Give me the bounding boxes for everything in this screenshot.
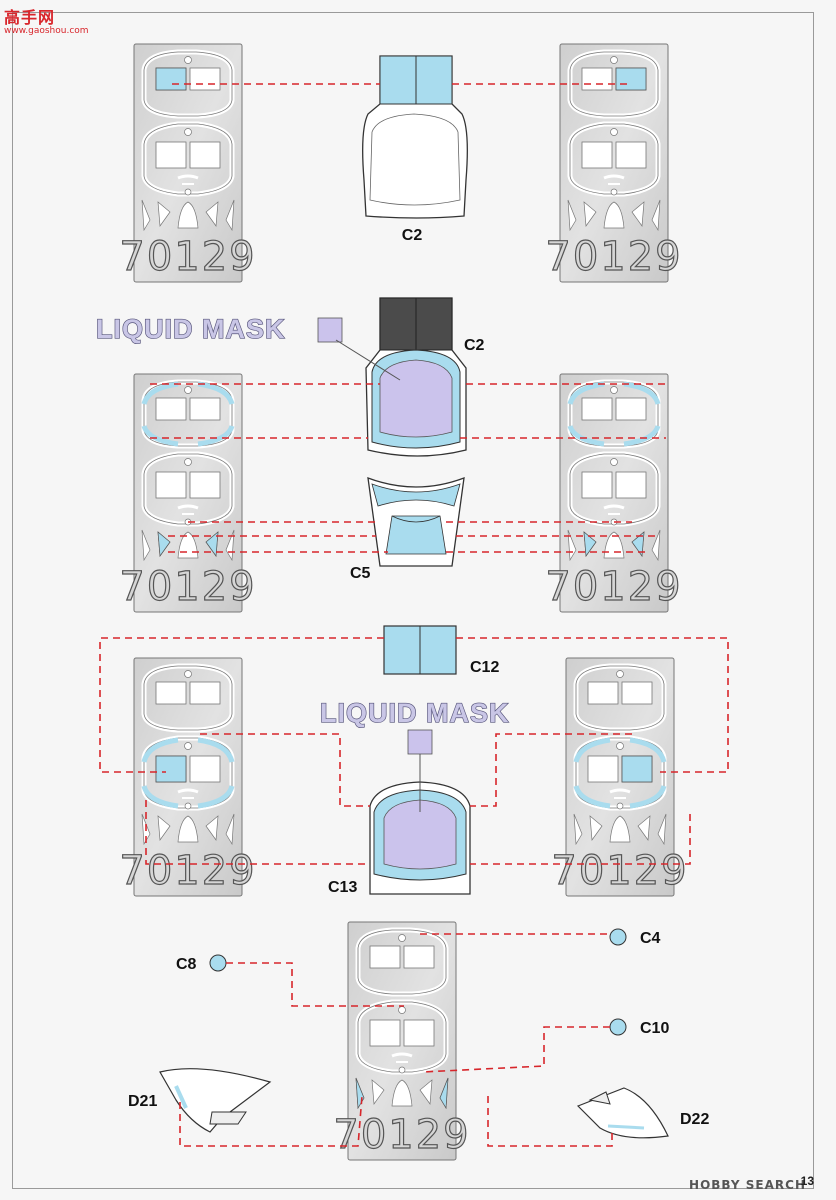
mask-sheet-step2-left: 70129	[119, 374, 256, 612]
lens-c8	[209, 954, 227, 972]
mask-highlight	[623, 425, 661, 447]
canopy-inner-line	[369, 113, 461, 206]
part-d21	[159, 1068, 272, 1133]
site-name: 高手网	[4, 8, 56, 27]
d21-lens	[174, 1085, 188, 1109]
mask-highlight	[141, 737, 179, 763]
sheet-number: 70129	[119, 848, 256, 894]
placement-guide-lines	[99, 83, 729, 1147]
mask-sheet-step1-right: 70129	[545, 44, 682, 282]
aircraft-parts	[159, 55, 669, 1139]
part-d22	[576, 1087, 669, 1139]
sheet-number: 70129	[545, 564, 682, 610]
c5-center-mask	[385, 515, 447, 555]
mask-highlight	[439, 1077, 449, 1110]
mask-highlight	[615, 67, 647, 91]
liquid-mask-leader	[335, 339, 401, 381]
label-c12: C12	[470, 659, 499, 676]
mask-highlight	[155, 755, 187, 783]
label-c2-mid: C2	[464, 337, 485, 354]
sheet-number: 70129	[333, 1112, 470, 1158]
mask-sheets: 70129 70129 70129 70129 70129 70129 70129	[119, 44, 688, 1160]
mask-highlight	[197, 425, 235, 447]
mask-highlight	[205, 531, 219, 557]
liquid-mask-swatch	[317, 317, 343, 343]
label-c13: C13	[328, 879, 357, 896]
sheet-number: 70129	[551, 848, 688, 894]
c5-top-mask	[371, 483, 461, 507]
mask-highlight	[583, 531, 597, 557]
d22-lens	[607, 1124, 645, 1130]
label-c8: C8	[176, 956, 197, 973]
source-logo-text: HOBBY SEARCH	[689, 1178, 806, 1192]
guide-line	[487, 1096, 613, 1147]
guide-line	[99, 637, 384, 773]
canopy-c12	[383, 625, 457, 675]
canopy-c2-top	[362, 55, 468, 219]
mask-highlight	[141, 785, 179, 809]
label-c4: C4	[640, 930, 661, 947]
guide-line	[226, 962, 404, 1007]
lens-c10	[609, 1018, 627, 1036]
d22-body	[576, 1087, 669, 1139]
liquid-mask-swatch	[407, 729, 433, 755]
d22-tab	[588, 1091, 611, 1105]
site-watermark: 高手网 www.gaoshou.com	[4, 4, 89, 36]
mask-highlight	[141, 381, 179, 405]
guide-line	[421, 1026, 610, 1073]
sheet-number: 70129	[119, 564, 256, 610]
sheet-number: 70129	[119, 234, 256, 280]
label-c2-top: C2	[402, 227, 423, 244]
mask-highlight	[157, 531, 171, 557]
label-d21: D21	[128, 1093, 157, 1110]
canopy-c13	[369, 781, 471, 895]
mask-highlight	[631, 531, 645, 557]
page-frame	[12, 12, 814, 1189]
label-c10: C10	[640, 1020, 669, 1037]
d21-body	[159, 1068, 272, 1133]
site-url: www.gaoshou.com	[4, 26, 89, 36]
liquid-mask-area	[379, 359, 453, 438]
page-number: 13	[800, 1174, 814, 1188]
mask-highlight	[155, 67, 187, 91]
canopy-c2-mid	[365, 297, 467, 457]
mask-sheet-step3-right: 70129	[551, 658, 688, 896]
guide-line	[179, 1095, 363, 1147]
mask-highlight	[197, 737, 235, 763]
liquid-mask-label-bottom: LIQUID MASK	[320, 698, 510, 728]
mask-sheet-step2-right: 70129	[545, 374, 682, 612]
mask-highlight	[621, 755, 653, 783]
mask-sheet-step3-left: 70129	[119, 658, 256, 896]
lens-c4	[609, 928, 627, 946]
mask-sheet-step1-left: 70129	[119, 44, 256, 282]
d21-tab	[209, 1111, 247, 1125]
mask-highlight	[629, 737, 667, 763]
mask-highlight	[573, 785, 611, 809]
c13-liquid-area	[383, 799, 457, 870]
liquid-mask-label-top: LIQUID MASK	[96, 314, 286, 344]
sheet-number: 70129	[545, 234, 682, 280]
label-c5: C5	[350, 565, 371, 582]
guide-line	[470, 814, 691, 865]
guide-line	[456, 637, 729, 773]
canopy-c5	[367, 477, 465, 567]
guide-line	[145, 800, 370, 865]
mask-highlight	[629, 785, 667, 809]
guide-line	[470, 733, 632, 807]
c5-frame	[391, 515, 441, 523]
mask-highlight	[197, 785, 235, 809]
label-d22: D22	[680, 1111, 709, 1128]
mask-highlight	[573, 737, 611, 763]
hobby-search-logo-icon: HOBBY SEARCH	[689, 1178, 806, 1192]
mask-sheet-step4: 70129	[333, 922, 470, 1160]
